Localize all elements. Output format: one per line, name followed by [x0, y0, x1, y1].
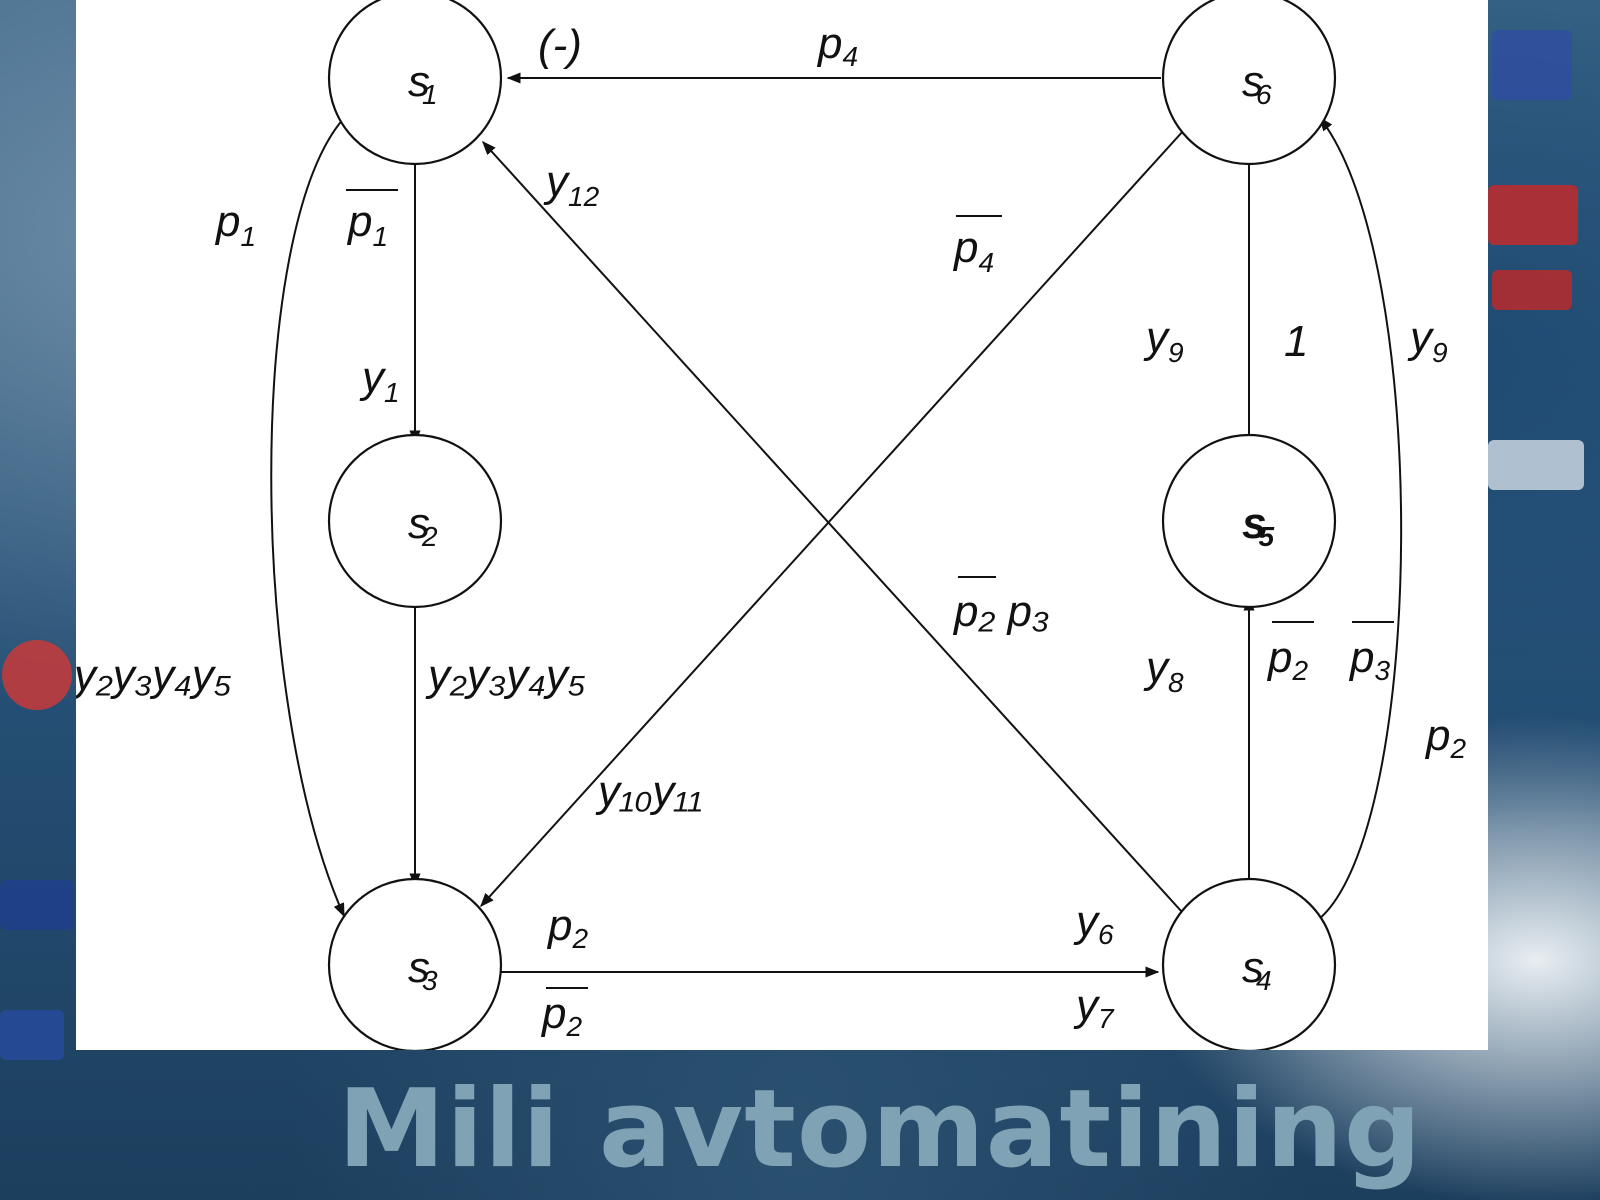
state-s1: s1 [327, 0, 503, 166]
state-circle [327, 433, 503, 609]
label-s4-s6-cond: p2 [1424, 711, 1466, 764]
edge-s1-s3 [270, 117, 345, 918]
label-s2-s3-out: y₂y₃y₄y₅ [425, 651, 586, 700]
state-s5: s5 [1161, 433, 1337, 609]
label-s1-s3-out: y₂y₃y₄y₅ [76, 651, 232, 700]
label-s4-s5-cond-b: p3 [1348, 633, 1390, 686]
state-label: s4 [1242, 943, 1272, 996]
state-circle [327, 0, 503, 166]
label-s3-s4-cond-b: p2 [540, 989, 582, 1042]
label-s6-s3-out: y₁₀y₁₁ [595, 767, 702, 816]
edge-s6-s3 [480, 129, 1185, 908]
label-s3-s4-out-b: y7 [1073, 981, 1115, 1034]
label-s3-s4-cond-a: p2 [546, 901, 588, 954]
background-sticker [1488, 440, 1584, 490]
label-s1-s3-cond: p1 [214, 197, 256, 252]
state-circle [1161, 433, 1337, 609]
state-circle [327, 877, 503, 1050]
state-label: s6 [1242, 57, 1272, 110]
state-s6: s6 [1161, 0, 1337, 166]
state-diagram: s1 s2 s3 s4 s5 s6 (-) p4 y12 p1 p1 y1 y₂… [76, 0, 1466, 1050]
background-sticker [0, 1010, 64, 1060]
state-label: s1 [408, 57, 438, 110]
label-s4-s5-cond-a: p2 [1266, 633, 1308, 686]
label-neg-marker: (-) [538, 21, 582, 70]
label-s3-s4-out-a: y6 [1073, 897, 1114, 950]
label-s5-s6-out: y9 [1143, 313, 1184, 368]
state-circle [1161, 877, 1337, 1050]
state-circle [1161, 0, 1337, 166]
background-sticker [1492, 270, 1572, 310]
state-s3: s3 [327, 877, 503, 1050]
state-label: s5 [1242, 499, 1274, 552]
slide-title: Mili avtomatining [337, 1067, 1423, 1192]
edge-s4-s1 [482, 140, 1183, 913]
state-label: s2 [408, 499, 438, 552]
label-s4-s1-out: y12 [543, 157, 600, 212]
label-s1-s2-out: y1 [359, 353, 400, 408]
label-s1-s2-cond: p1 [346, 197, 388, 252]
state-s4: s4 [1161, 877, 1337, 1050]
background-sticker [0, 880, 74, 930]
edge-s4-s6 [1317, 116, 1403, 921]
label-s6-s3-cond: p4 [952, 223, 994, 278]
state-label: s3 [408, 943, 438, 996]
state-s2: s2 [327, 433, 503, 609]
background-sticker [1492, 30, 1572, 100]
label-s6-s1-cond: p4 [816, 19, 858, 72]
label-s4-s1-cond: p₂ p₃ [952, 587, 1049, 636]
background-sticker [1488, 185, 1578, 245]
label-s4-s5-out: y8 [1143, 643, 1184, 698]
diagram-panel: s1 s2 s3 s4 s5 s6 (-) p4 y12 p1 p1 y1 y₂… [76, 0, 1488, 1050]
background-sticker [2, 640, 72, 710]
label-s5-s6-cond: 1 [1284, 317, 1308, 366]
label-s4-s6-out: y9 [1407, 313, 1448, 368]
